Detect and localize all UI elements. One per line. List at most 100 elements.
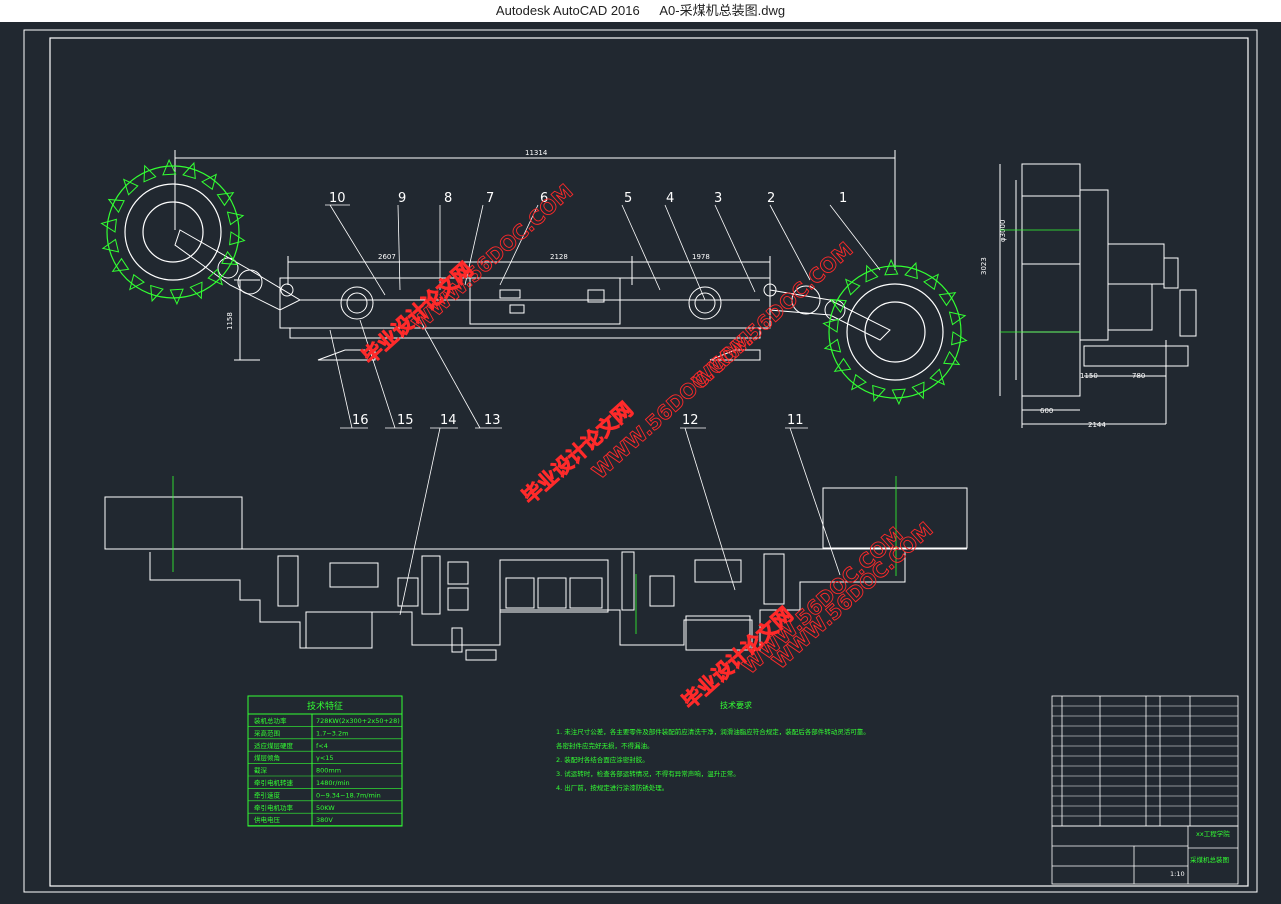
balloon-12: 12 xyxy=(682,413,699,428)
drum-pick xyxy=(823,338,842,353)
tech-table-value: 50KW xyxy=(316,804,335,812)
balloon-13: 13 xyxy=(484,413,501,428)
tech-table-title: 技术特征 xyxy=(307,700,343,712)
title-block-scale: 1:10 xyxy=(1170,870,1185,878)
drum-pick xyxy=(851,373,867,391)
drum-pick xyxy=(100,218,117,233)
title-block-project: 采煤机总装图 xyxy=(1190,855,1229,864)
drum-pick xyxy=(923,273,939,291)
app-title: Autodesk AutoCAD 2016 xyxy=(495,3,640,18)
drum-pick xyxy=(911,381,925,400)
balloon-8: 8 xyxy=(444,191,452,206)
balloon-11: 11 xyxy=(787,413,804,428)
drum-pick xyxy=(943,350,961,366)
title-block xyxy=(1051,825,1239,885)
drum-pick xyxy=(884,258,899,276)
balloon-leaders xyxy=(325,204,881,616)
tech-req-1: 1. 未注尺寸公差，各主要零件及部件装配前应清洗干净，润滑油脂应符合规定，装配后… xyxy=(556,727,870,736)
drum-pick xyxy=(122,178,139,196)
tech-table-value: 380V xyxy=(316,816,333,824)
parts-list-rows xyxy=(1052,705,1238,817)
tech-table-label: 采高范围 xyxy=(254,728,280,737)
drawing-svg: 1 2 3 4 5 6 7 8 9 10 11 12 13 14 15 16 1… xyxy=(23,29,1258,893)
balloon-4: 4 xyxy=(666,191,674,206)
dim-diameter: φ3000 xyxy=(999,220,1007,242)
balloon-5: 5 xyxy=(624,191,632,206)
dim-mid-span: 2128 xyxy=(550,253,568,261)
drum-pick xyxy=(822,318,839,333)
tech-req-4: 4. 出厂前，按规定进行涂漆防锈处理。 xyxy=(556,783,668,792)
tech-table-value: f<4 xyxy=(316,742,328,750)
watermark-site-5: WWW.56DOC.COM xyxy=(767,517,937,674)
dim-side-2144: 2144 xyxy=(1088,421,1106,429)
balloon-7: 7 xyxy=(486,191,494,206)
tech-table-label: 装机总功率 xyxy=(254,716,287,725)
dim-height: 1158 xyxy=(226,312,234,330)
plan-view-centerlines xyxy=(172,476,897,634)
drum-pick xyxy=(929,368,946,386)
tech-table-value: 728KW(2x300+2x50+28) xyxy=(316,717,400,725)
drum-pick xyxy=(162,158,177,176)
dim-overall: 11314 xyxy=(525,149,548,157)
drum-picks xyxy=(100,158,968,406)
drum-pick xyxy=(865,264,879,283)
drum-pick xyxy=(182,161,196,180)
balloon-15: 15 xyxy=(397,413,414,428)
tech-table-label: 截深 xyxy=(254,766,268,775)
drum-pick xyxy=(833,357,852,372)
tech-req-1b: 各密封件应完好无损，不得漏油。 xyxy=(556,741,654,750)
tech-table-label: 牵引电机功率 xyxy=(254,803,294,812)
drawing-canvas[interactable]: 1 2 3 4 5 6 7 8 9 10 11 12 13 14 15 16 1… xyxy=(0,22,1281,900)
balloon-1: 1 xyxy=(839,191,847,206)
tech-req-2: 2. 装配时各结合面应涂密封胶。 xyxy=(556,755,649,764)
drum-pick xyxy=(938,292,957,307)
drum-pick xyxy=(948,311,967,326)
drum-pick xyxy=(189,281,203,300)
watermark-site-3: WWW.56DOC.COM xyxy=(687,237,857,394)
tech-table-label: 供电电压 xyxy=(254,815,281,824)
tech-requirements: 技术要求 1. 未注尺寸公差，各主要零件及部件装配前应清洗干净，润滑油脂应符合规… xyxy=(556,700,870,792)
dim-left-span: 2607 xyxy=(378,253,396,261)
drum-pick xyxy=(129,273,145,291)
drum-pick xyxy=(904,261,918,280)
balloon-16: 16 xyxy=(352,413,369,428)
tech-table-label: 牵引电机转速 xyxy=(254,778,294,787)
drum-pick xyxy=(207,268,224,286)
side-view-centerlines xyxy=(1000,229,1080,333)
tech-table-value: 1480r/min xyxy=(316,779,350,787)
title-block-texts: xx工程学院 采煤机总装图 1:10 xyxy=(1170,829,1230,878)
balloon-3: 3 xyxy=(714,191,722,206)
title-block-school: xx工程学院 xyxy=(1196,829,1230,838)
drum-pick xyxy=(169,288,184,306)
balloon-6: 6 xyxy=(540,191,548,206)
front-view xyxy=(174,150,896,361)
plan-view xyxy=(104,487,968,661)
tech-table-label: 煤层倾角 xyxy=(254,753,280,762)
tech-table-value: γ<15 xyxy=(316,754,334,762)
side-view xyxy=(999,163,1197,428)
tech-table: 技术特征 xyxy=(247,695,403,827)
tech-table-value: 800mm xyxy=(316,767,341,775)
balloon-9: 9 xyxy=(398,191,406,206)
drum-pick xyxy=(143,164,157,183)
drum-pick xyxy=(216,192,235,207)
drum-pick xyxy=(951,331,968,346)
drum-pick xyxy=(150,284,164,303)
file-name: A0-采煤机总装图.dwg xyxy=(659,3,786,18)
watermark-site-4: WWW.56DOC.COM xyxy=(737,522,907,679)
tech-table-label: 牵引速度 xyxy=(254,790,281,799)
tech-req-3: 3. 试运转时，检查各部运转情况，不得有异常声响，温升正常。 xyxy=(556,769,740,778)
drum-pick xyxy=(107,198,125,214)
cutting-drums xyxy=(106,165,962,399)
balloon-10: 10 xyxy=(329,191,346,206)
drum-pick xyxy=(229,231,246,246)
drum-pick xyxy=(201,173,217,191)
watermark-name-1: 毕业设计论文网 xyxy=(357,257,477,369)
tech-req-title: 技术要求 xyxy=(720,700,752,710)
drum-pick xyxy=(891,388,906,406)
window-titlebar: Autodesk AutoCAD 2016 A0-采煤机总装图.dwg xyxy=(0,0,1281,22)
inner-frame xyxy=(49,37,1249,887)
drum-pick xyxy=(872,384,886,403)
balloon-2: 2 xyxy=(767,191,775,206)
